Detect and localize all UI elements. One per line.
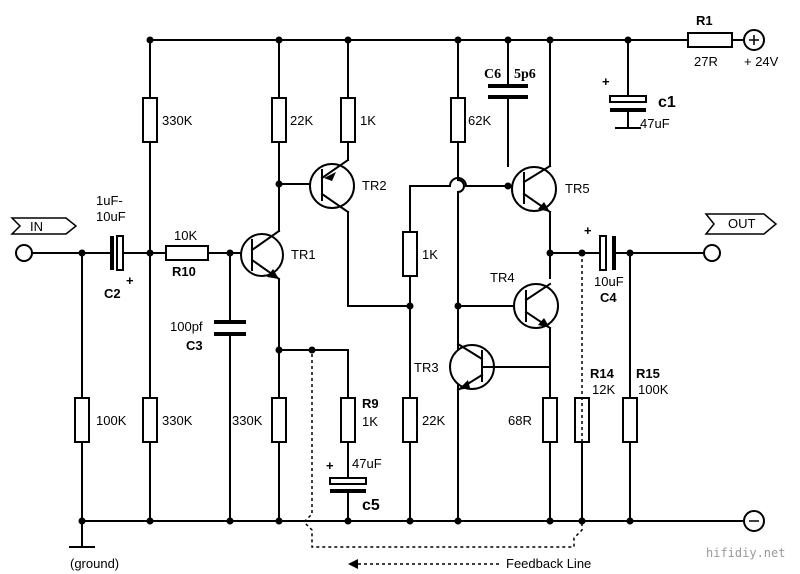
resistor-r15: R15 100K (622, 252, 669, 522)
r10-value: 10K (174, 228, 197, 243)
tr1-collector-value: 22K (290, 113, 313, 128)
resistor-bias-top: 330K (142, 39, 193, 399)
output-label: OUT (728, 216, 756, 231)
resistor-mid-1k: 1K (402, 185, 451, 399)
transistor-tr2: TR2 (278, 141, 411, 307)
r10-name: R10 (172, 264, 196, 279)
bias-top-value: 330K (162, 113, 193, 128)
tr5-label: TR5 (565, 181, 590, 196)
c6-value: 5p6 (514, 67, 536, 82)
resistor-tr1-collector: 22K (271, 39, 313, 201)
r14-name: R14 (590, 366, 615, 381)
tr4-label: TR4 (490, 270, 515, 285)
capacitor-c1: + c1 47uF (602, 39, 676, 131)
input-label: IN (30, 219, 43, 234)
input-terminal: IN (10, 217, 111, 262)
watermark: hifidiy.net (706, 546, 785, 560)
resistor-tr3-emitter: 22K (402, 397, 445, 522)
in-shunt-value: 100K (96, 413, 127, 428)
negative-terminal (743, 510, 765, 532)
capacitor-c5: + 47uF c5 (326, 456, 382, 522)
r15-value: 100K (638, 382, 669, 397)
transistor-tr4: TR4 (457, 270, 559, 399)
positive-terminal: + 24V (743, 29, 779, 69)
r9-name: R9 (362, 396, 379, 411)
bias-bottom-value: 330K (162, 413, 193, 428)
resistor-in-shunt: 100K (74, 252, 127, 522)
resistor-tr2-base: 1K (340, 39, 376, 143)
c6-name: C6 (484, 67, 501, 82)
capacitor-c3: 100pf C3 (170, 252, 246, 522)
transistor-tr1: TR1 (240, 199, 316, 399)
resistor-r1: R1 27R (687, 13, 733, 69)
tr3-label: TR3 (414, 360, 439, 375)
tr1-label: TR1 (291, 247, 316, 262)
tr2-base-value: 1K (360, 113, 376, 128)
r1-value: 27R (694, 54, 718, 69)
resistor-tr1-emitter: 330K (232, 397, 287, 522)
c2-polarity: + (126, 273, 134, 288)
c5-polarity: + (326, 458, 334, 473)
output-terminal: OUT (703, 213, 778, 262)
c2-value-1: 1uF- (96, 193, 123, 208)
c4-value: 10uF (594, 274, 624, 289)
positive-supply-label: + 24V (744, 54, 779, 69)
c2-name: C2 (104, 286, 121, 301)
c4-name: C4 (600, 290, 617, 305)
resistor-r10: 10K R10 (165, 228, 247, 279)
resistor-r9: R9 1K (278, 349, 379, 479)
r9-value: 1K (362, 414, 378, 429)
mid-1k-value: 1K (422, 247, 438, 262)
transistor-tr5: TR5 (511, 39, 590, 279)
transistor-tr3: TR3 (414, 342, 551, 392)
tr2-label: TR2 (362, 178, 387, 193)
c4-polarity: + (584, 223, 592, 238)
out-68r-value: 68R (508, 413, 532, 428)
capacitor-c4: + 10uF C4 (549, 223, 703, 305)
c1-name: c1 (658, 94, 676, 111)
resistor-bias-bottom: 330K (142, 397, 193, 522)
c5-value: 47uF (352, 456, 382, 471)
c3-value: 100pf (170, 319, 203, 334)
capacitor-c6: C6 5p6 (484, 39, 536, 167)
r1-name: R1 (696, 13, 713, 28)
resistor-r14: R14 12K (574, 366, 615, 522)
r14-value: 12K (592, 382, 615, 397)
c2-value-2: 10uF (96, 209, 126, 224)
tr3-emitter-value: 22K (422, 413, 445, 428)
r15-name: R15 (636, 366, 660, 381)
tr3-bias-value: 62K (468, 113, 491, 128)
c1-value: 47uF (640, 116, 670, 131)
junction-dots (78, 36, 634, 525)
feedback-label: Feedback Line (506, 556, 591, 571)
c1-polarity: + (602, 74, 610, 89)
c3-name: C3 (186, 338, 203, 353)
feedback-line: Feedback Line (302, 253, 591, 571)
resistor-out-68r: 68R (508, 397, 558, 522)
tr1-emitter-value: 330K (232, 413, 263, 428)
c5-name: c5 (362, 497, 380, 514)
ground-label: (ground) (70, 556, 119, 571)
